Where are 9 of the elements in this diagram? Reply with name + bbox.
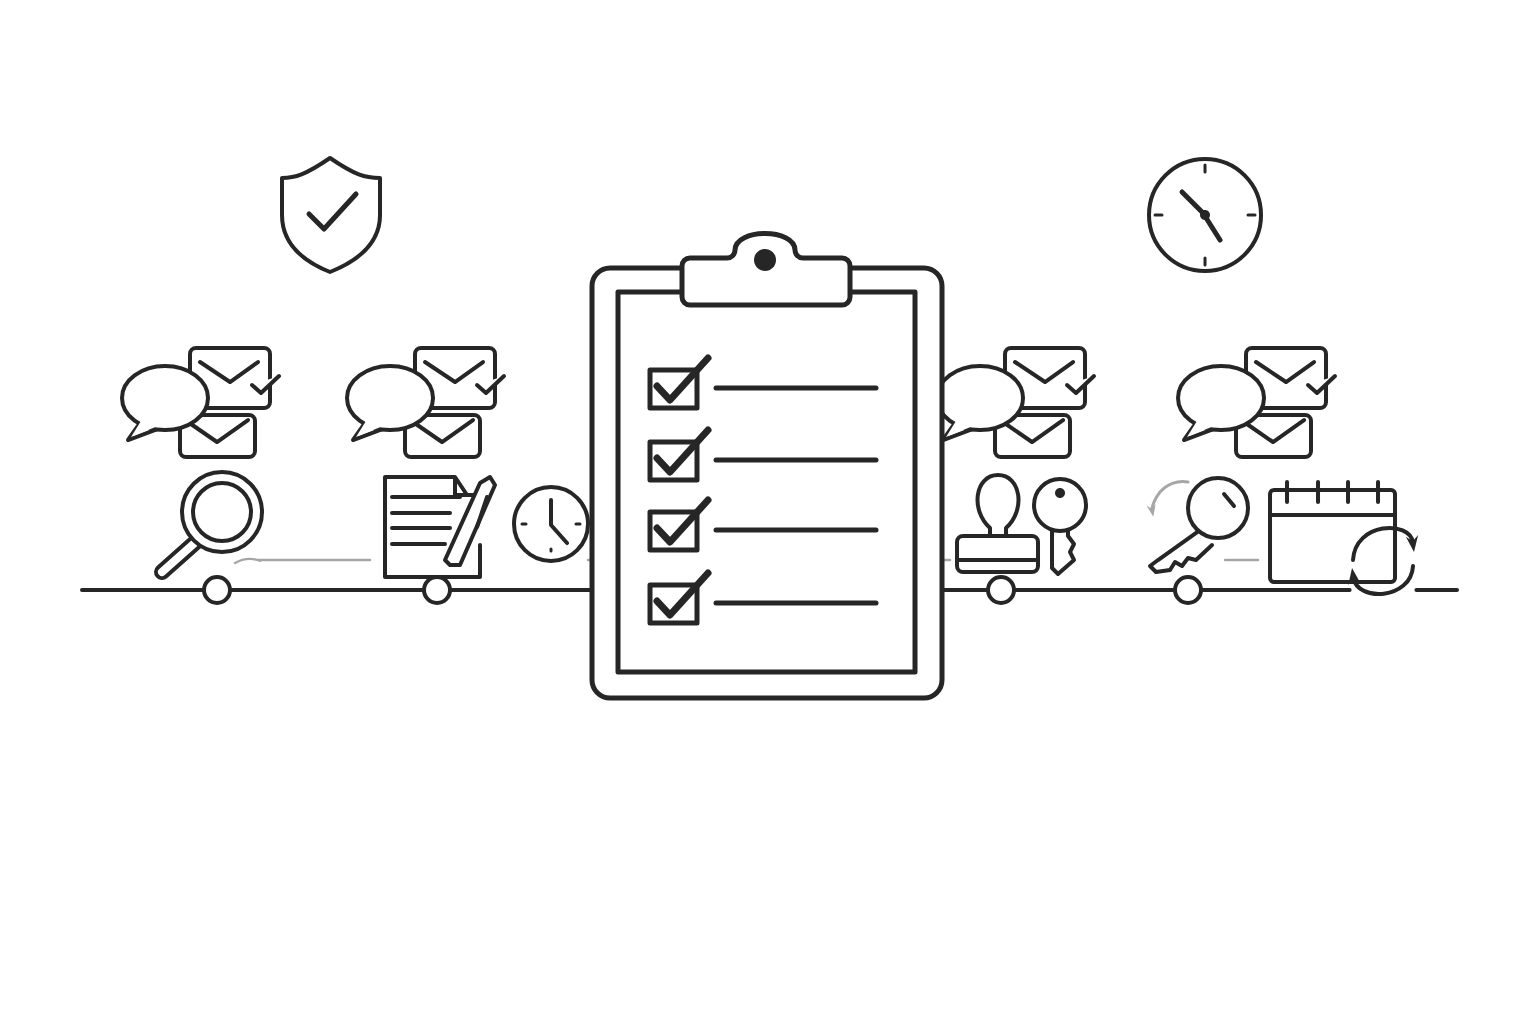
timeline-line <box>230 588 424 592</box>
timeline-line <box>1014 588 1175 592</box>
timeline-circle <box>1173 575 1203 605</box>
refresh-icon <box>1348 525 1419 596</box>
timeline-line <box>1201 588 1352 592</box>
timeline-circle <box>202 575 232 605</box>
timeline-line <box>80 588 204 592</box>
timeline-line <box>1414 588 1459 592</box>
timeline-circle <box>986 575 1016 605</box>
